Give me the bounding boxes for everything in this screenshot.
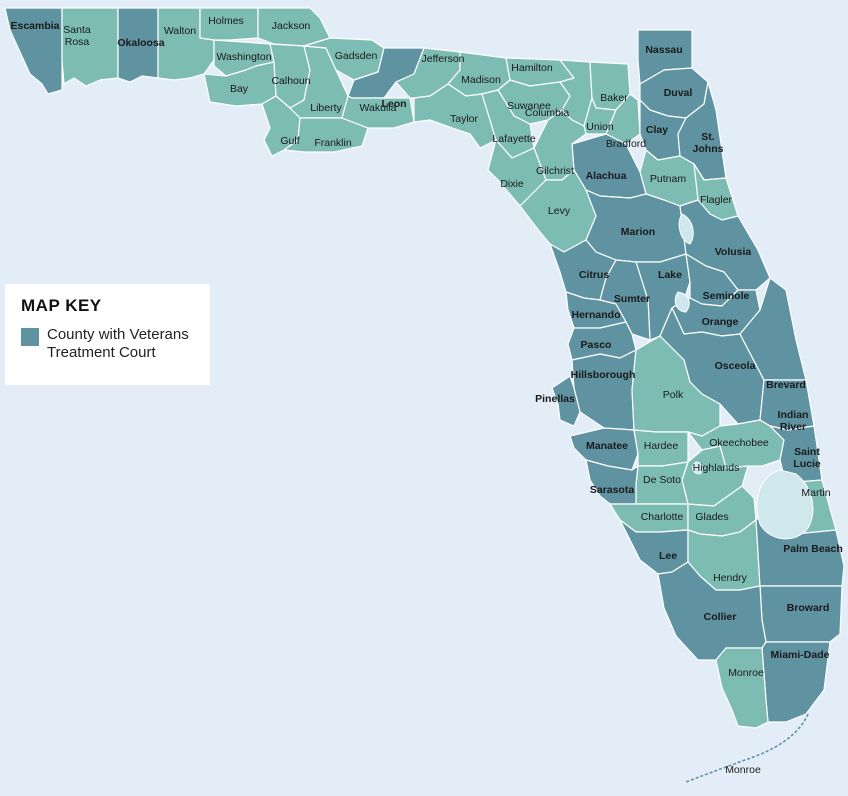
label-escambia: Escambia	[10, 20, 59, 32]
label-madison: Madison	[461, 74, 501, 86]
label-highlands: Highlands	[693, 462, 740, 474]
label-palm-beach: Palm Beach	[783, 543, 843, 555]
label-levy: Levy	[548, 205, 571, 217]
label-monroe: Monroe	[728, 667, 764, 679]
county-franklin	[283, 117, 369, 153]
label-polk: Polk	[663, 389, 684, 401]
label-hillsborough: Hillsborough	[571, 369, 636, 381]
florida-keys-chain	[685, 713, 809, 783]
label-gulf: Gulf	[280, 135, 299, 147]
label-columbia: Columbia	[525, 107, 570, 119]
label-lafayette: Lafayette	[492, 133, 535, 145]
label-pinellas: Pinellas	[535, 393, 575, 405]
label-walton: Walton	[164, 25, 196, 37]
lake-4	[692, 461, 703, 475]
label-jackson: Jackson	[272, 20, 311, 32]
label-baker: Baker	[600, 92, 628, 104]
label-gadsden: Gadsden	[335, 50, 378, 62]
label-citrus: Citrus	[579, 269, 609, 281]
label-broward: Broward	[787, 602, 830, 614]
lake-1	[756, 469, 814, 540]
label-holmes: Holmes	[208, 15, 244, 27]
label-sumter: Sumter	[614, 293, 650, 305]
label-suwanee: Suwanee	[507, 100, 551, 112]
label-hamilton: Hamilton	[511, 62, 553, 74]
label-st-johns: St.Johns	[693, 131, 724, 155]
label-collier: Collier	[704, 611, 737, 623]
label-duval: Duval	[664, 87, 693, 99]
label-putnam: Putnam	[650, 173, 686, 185]
label-nassau: Nassau	[645, 44, 682, 56]
label-sarasota: Sarasota	[590, 484, 635, 496]
label-de-soto: De Soto	[643, 474, 681, 486]
label-volusia: Volusia	[715, 246, 752, 258]
label-glades: Glades	[695, 511, 728, 523]
county-broward	[759, 585, 843, 643]
label-hardee: Hardee	[644, 440, 679, 452]
map-key-item: County with Veterans Treatment Court	[19, 326, 196, 362]
label-jefferson: Jefferson	[422, 53, 465, 65]
label-osceola: Osceola	[715, 360, 756, 372]
map-key: MAP KEY County with Veterans Treatment C…	[5, 284, 210, 385]
label-marion: Marion	[621, 226, 655, 238]
label-orange: Orange	[702, 316, 739, 328]
keys-label: Monroe	[725, 764, 761, 776]
label-alachua: Alachua	[586, 170, 627, 182]
label-washington: Washington	[216, 51, 271, 63]
label-lake: Lake	[658, 269, 682, 281]
label-okeechobee: Okeechobee	[709, 437, 769, 449]
map-key-item-label: County with Veterans Treatment Court	[47, 326, 189, 361]
label-martin: Martin	[801, 487, 830, 499]
label-union: Union	[586, 121, 614, 133]
lakes	[674, 213, 814, 540]
label-manatee: Manatee	[586, 440, 628, 452]
label-seminole: Seminole	[703, 290, 750, 302]
label-miami-dade: Miami-Dade	[771, 649, 830, 661]
lake-2	[678, 213, 694, 245]
county-sarasota	[585, 459, 639, 505]
label-franklin: Franklin	[314, 137, 352, 149]
label-calhoun: Calhoun	[271, 75, 310, 87]
county-regions	[4, 7, 845, 729]
label-brevard: Brevard	[766, 379, 806, 391]
county-collier	[657, 561, 767, 661]
label-dixie: Dixie	[500, 178, 523, 190]
lake-3	[674, 291, 690, 313]
label-okaloosa: Okaloosa	[117, 37, 164, 49]
county-monroe	[715, 647, 769, 729]
label-leon: Leon	[381, 98, 406, 110]
label-hendry: Hendry	[713, 572, 748, 584]
label-bay: Bay	[230, 83, 249, 95]
label-pasco: Pasco	[581, 339, 612, 351]
label-wakulla: Wakulla	[360, 102, 397, 114]
map-key-swatch	[21, 328, 39, 346]
florida-keys	[685, 713, 809, 783]
label-bradford: Bradford	[606, 138, 646, 150]
label-charlotte: Charlotte	[641, 511, 684, 523]
county-pinellas	[551, 375, 581, 427]
label-gilchrist: Gilchrist	[536, 165, 574, 177]
county-hillsborough	[571, 349, 637, 431]
label-taylor: Taylor	[450, 113, 479, 125]
map-key-title: MAP KEY	[21, 296, 102, 315]
label-lee: Lee	[659, 550, 677, 562]
label-hernando: Hernando	[571, 309, 620, 321]
label-flagler: Flagler	[700, 194, 733, 206]
label-liberty: Liberty	[310, 102, 342, 114]
label-clay: Clay	[646, 124, 668, 136]
